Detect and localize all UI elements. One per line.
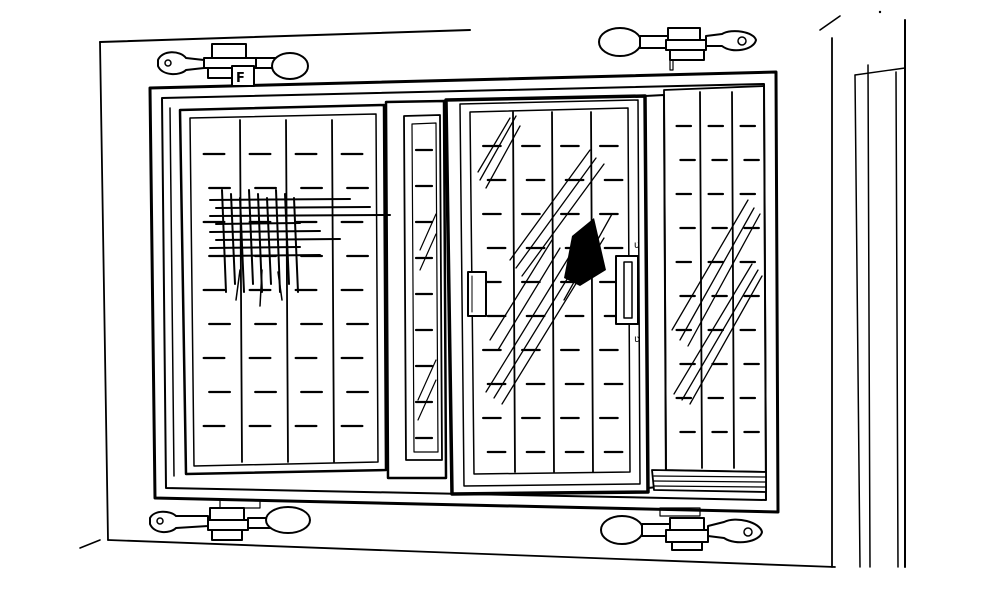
blind-vertical bbox=[221, 189, 227, 293]
wall-outline bbox=[79, 10, 906, 568]
blind-horizontal bbox=[215, 222, 301, 225]
handle-mark-bottom: ʋ bbox=[634, 334, 640, 345]
reflection-line bbox=[689, 275, 763, 405]
blind-strand bbox=[259, 269, 263, 307]
right-sash: υ ʋ bbox=[444, 94, 650, 496]
reflection-line bbox=[515, 157, 597, 269]
reflection-line bbox=[485, 125, 521, 189]
reflection-line bbox=[489, 239, 553, 341]
left-tile-column bbox=[331, 119, 335, 463]
far-right-tile-column bbox=[731, 91, 735, 469]
right-tile-column bbox=[590, 111, 594, 473]
middle-panel bbox=[384, 99, 448, 480]
reflection-line bbox=[521, 163, 605, 277]
left-tile-column bbox=[285, 119, 289, 463]
latch-bottom-left[interactable] bbox=[149, 499, 311, 541]
latch-top-left[interactable]: F bbox=[157, 43, 309, 87]
reflection-line bbox=[681, 269, 759, 401]
blind-horizontal bbox=[215, 206, 371, 209]
reflection-line bbox=[497, 247, 561, 351]
blind-horizontal bbox=[215, 238, 341, 241]
reflection-line bbox=[679, 207, 755, 341]
blind-vertical bbox=[266, 197, 272, 285]
reflection-line bbox=[671, 199, 749, 331]
left-tile-column bbox=[239, 119, 243, 463]
latch-top-right[interactable] bbox=[598, 27, 757, 71]
blind-horizontal bbox=[209, 214, 391, 217]
reflection-line bbox=[687, 213, 761, 347]
handle-mark-top: υ bbox=[634, 240, 640, 251]
broken-glass-hole bbox=[564, 218, 606, 286]
blind-horizontal bbox=[209, 230, 321, 233]
reflection-line bbox=[479, 115, 517, 181]
blind-horizontal bbox=[209, 198, 351, 201]
reflection-line bbox=[509, 149, 591, 261]
blind-strand bbox=[277, 271, 283, 301]
blind-horizontal bbox=[215, 254, 321, 257]
blind-vertical bbox=[293, 197, 299, 293]
left-sash bbox=[178, 103, 388, 476]
blind-vertical bbox=[239, 197, 245, 293]
bottom-ledge bbox=[651, 469, 767, 493]
right-fixed-panel bbox=[644, 85, 767, 493]
blind-strand bbox=[235, 269, 241, 301]
window-outer-frame bbox=[148, 70, 780, 514]
blind-horizontal bbox=[209, 246, 301, 249]
latch-label-tl: F bbox=[236, 71, 245, 86]
latch-bottom-right[interactable] bbox=[600, 507, 763, 551]
reflection-line bbox=[673, 263, 753, 395]
right-tile-column bbox=[512, 111, 516, 473]
right-tile-column bbox=[551, 111, 555, 473]
reflection-line bbox=[477, 117, 511, 173]
left-handle[interactable] bbox=[467, 271, 487, 317]
blind-pattern bbox=[209, 189, 391, 307]
blind-vertical bbox=[248, 189, 254, 285]
